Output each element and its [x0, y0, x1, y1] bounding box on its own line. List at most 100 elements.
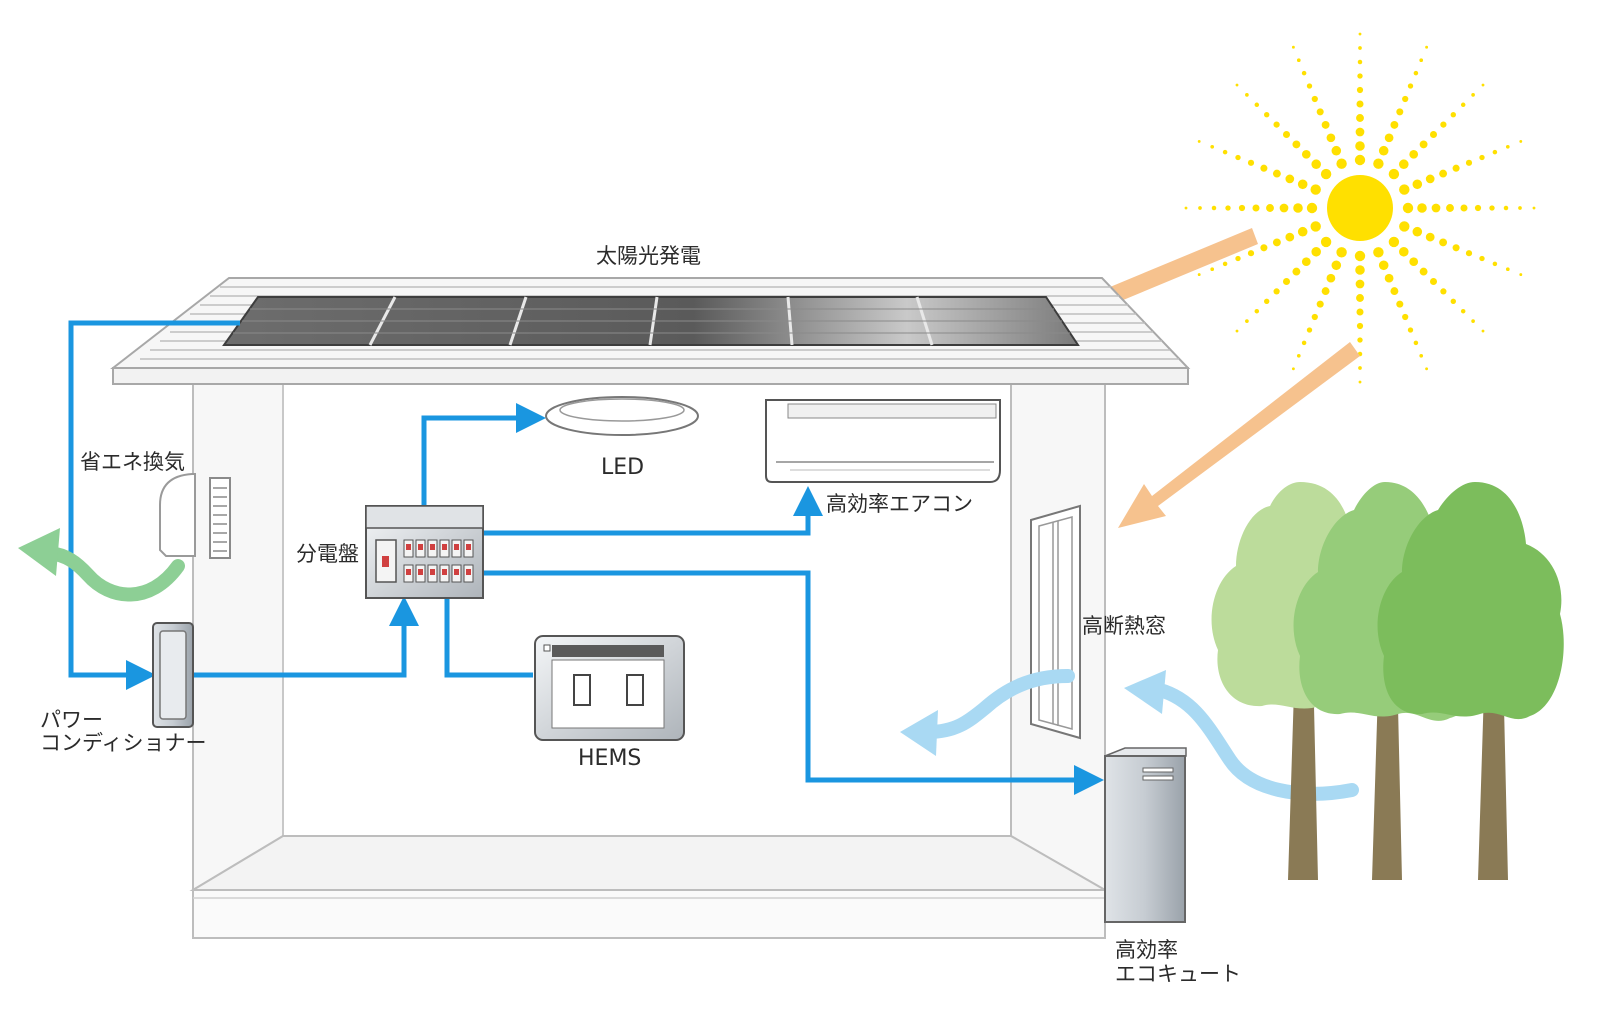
sun-ray-dot: [1264, 112, 1270, 118]
sun-ray-dot: [1245, 93, 1249, 97]
led-light-fixture: [545, 396, 699, 436]
trees: [1211, 482, 1564, 880]
sun-ray-dot: [1306, 327, 1313, 333]
window-label: 高断熱窓: [1082, 614, 1166, 638]
sun-ray-dot: [1222, 149, 1228, 155]
sun-ray-dot: [1471, 93, 1475, 97]
sun-ray-dot: [1492, 149, 1498, 155]
sun-ray-dot: [1326, 273, 1336, 283]
led-label: LED: [601, 455, 645, 480]
sun-ray-dot: [1254, 308, 1260, 314]
sun-ray-dot: [1266, 204, 1274, 212]
sun-ray-dot: [1311, 247, 1321, 257]
sun-ray-dot: [1197, 139, 1201, 143]
sun-ray-dot: [1429, 130, 1438, 139]
power-flow-lines: [68, 320, 1104, 795]
sun-ray-dot: [1407, 83, 1414, 89]
sun-ray-dot: [1301, 149, 1311, 159]
sun-ray-dot: [1425, 174, 1435, 184]
sun-ray-dot: [1222, 261, 1228, 267]
sun-ray-dot: [1396, 108, 1404, 116]
sun-ray-dot: [1272, 169, 1281, 178]
sun-ray-dot: [1296, 58, 1301, 63]
sun-ray-dot: [1413, 70, 1419, 76]
sun-ray-dot: [1431, 203, 1441, 213]
sun-ray-dot: [1413, 340, 1419, 346]
sun-ray-dot: [1252, 204, 1260, 212]
sun-ray-dot: [1291, 45, 1295, 49]
sun-ray-dot: [1273, 288, 1280, 295]
distribution-board-unit: [365, 505, 484, 599]
sun-ray-dot: [1503, 205, 1509, 211]
sun-ray-dot: [1310, 221, 1321, 232]
sun-ray-dot: [1210, 267, 1215, 272]
sun-ray-dot: [1291, 367, 1295, 371]
sun-ray-dot: [1356, 322, 1364, 330]
hems-label: HEMS: [578, 746, 642, 771]
sun-ray-dot: [1331, 260, 1342, 271]
sun-ray-dot: [1425, 367, 1429, 371]
sun-ray-dot: [1489, 205, 1495, 211]
sun-ray-dot: [1402, 202, 1414, 214]
sun-ray-dot: [1419, 267, 1428, 276]
sun-ray-dot: [1439, 169, 1448, 178]
sun-ray-dot: [1402, 95, 1409, 103]
sun-ray-dot: [1316, 108, 1324, 116]
sun-ray-dot: [1260, 164, 1268, 172]
sun-ray-dot: [1412, 226, 1423, 237]
sun-ray-dot: [1390, 120, 1399, 129]
sun-ray-dot: [1254, 102, 1260, 108]
sun-ray-dot: [1296, 353, 1301, 358]
sun-ray-dot: [1460, 102, 1466, 108]
sun-ray-dot: [1440, 288, 1447, 295]
sun-ray-dot: [1355, 265, 1365, 275]
sun-ray-dot: [1450, 112, 1456, 118]
sun-ray-dot: [1311, 95, 1318, 103]
sun-ray-dot: [1419, 140, 1428, 149]
sun-ray-dot: [1399, 159, 1409, 169]
sun-ray-dot: [1378, 260, 1389, 271]
sun-ray-dot: [1301, 257, 1311, 267]
sun-ray-dot: [1452, 244, 1460, 252]
air-conditioner-unit: [765, 399, 1001, 483]
sun-ray-dot: [1293, 203, 1303, 213]
sun-ray-dot: [1399, 184, 1410, 195]
sun-ray-dot: [1409, 257, 1419, 267]
sun-ray-dot: [1316, 300, 1324, 308]
sun-ray-dot: [1356, 294, 1364, 302]
sun-ray-dot: [1532, 206, 1536, 210]
sun-ray-dot: [1282, 277, 1291, 286]
sun-ray-dot: [1356, 86, 1364, 94]
sun-ray-dot: [1505, 144, 1510, 149]
solar-power-label: 太陽光発電: [596, 244, 701, 268]
sun-ray-dot: [1378, 145, 1389, 156]
sun-ray-dot: [1336, 158, 1347, 169]
sun-ray-dot: [1356, 100, 1364, 108]
sun-ray-dot: [1320, 168, 1332, 180]
sun-ray-dot: [1465, 250, 1473, 257]
sun-ray-dot: [1310, 184, 1321, 195]
sun-ray-dot: [1306, 202, 1318, 214]
sun-ray-dot: [1373, 247, 1384, 258]
sun-ray-dot: [1399, 247, 1409, 257]
sun-ray-dot: [1409, 149, 1419, 159]
sun-ray-dot: [1358, 380, 1362, 384]
sun-ray-dot: [1471, 319, 1475, 323]
exhaust-air-arrow: [18, 528, 185, 602]
sun-ray-dot: [1450, 298, 1456, 304]
power-conditioner-unit: [152, 622, 194, 728]
sun-ray-dot: [1311, 159, 1321, 169]
sun-ray-dot: [1357, 59, 1363, 65]
sun-ray-dot: [1479, 154, 1485, 161]
sun-ray-dot: [1321, 287, 1330, 296]
sun-ray-dot: [1272, 238, 1281, 247]
sun-ray-dot: [1301, 340, 1307, 346]
sun-ray-dot: [1417, 203, 1427, 213]
sun-ray-dot: [1198, 206, 1202, 210]
ecocute-label-line2: エコキュート: [1115, 962, 1241, 986]
sun-ray-dot: [1356, 308, 1364, 316]
sun-ray-dot: [1326, 133, 1336, 143]
sun-ray-dot: [1285, 232, 1295, 242]
sun-ray-dot: [1358, 32, 1362, 36]
sun-ray-dot: [1355, 279, 1365, 289]
